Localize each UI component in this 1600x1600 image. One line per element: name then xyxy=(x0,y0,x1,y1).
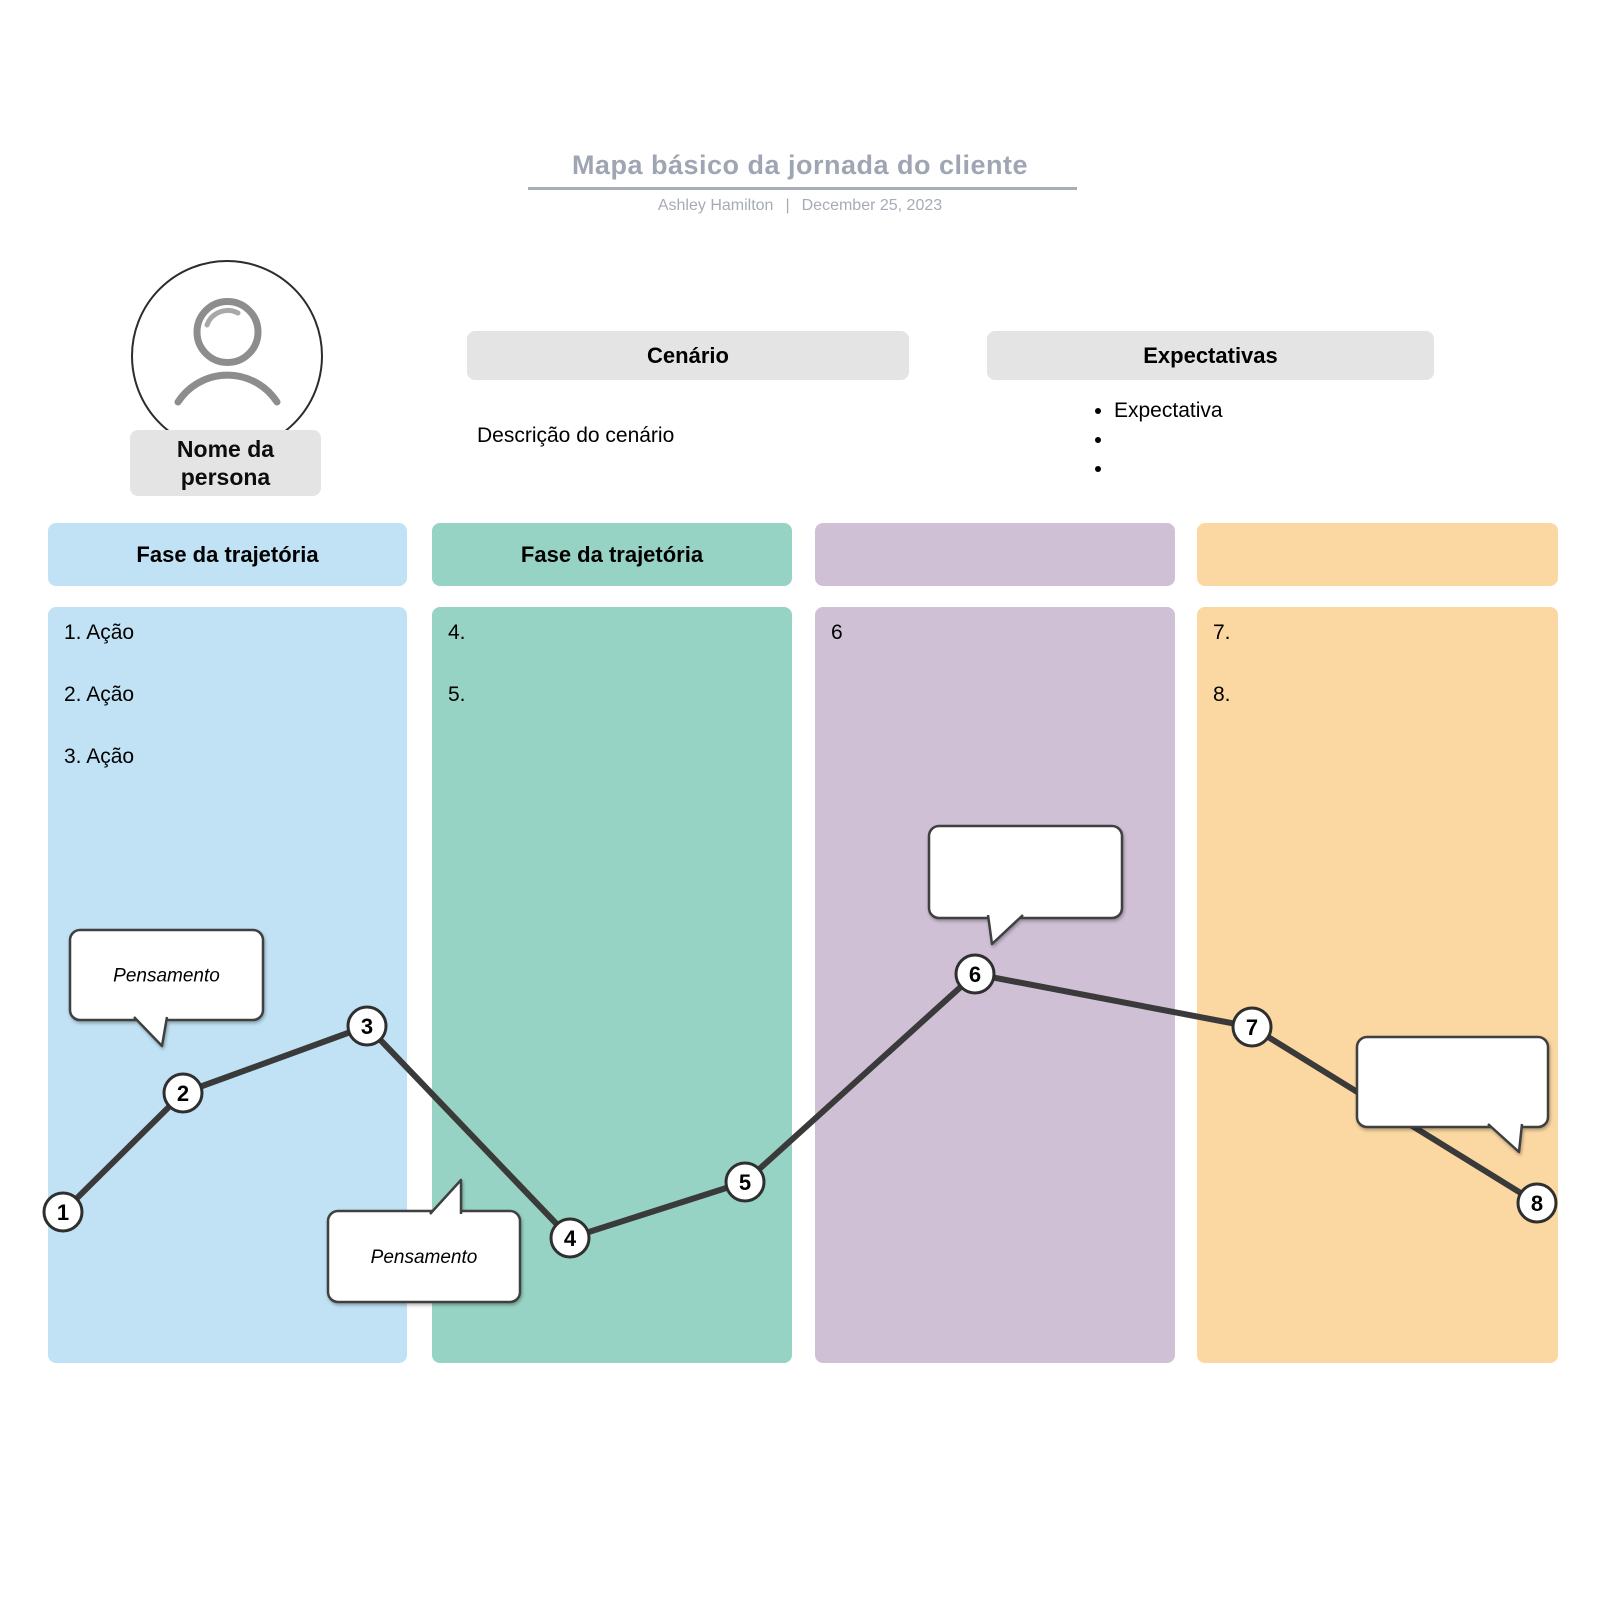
persona-avatar[interactable] xyxy=(112,246,342,461)
svg-text:3: 3 xyxy=(361,1014,373,1039)
action-item[interactable]: 6 xyxy=(831,621,843,644)
journey-point-4[interactable]: 4 xyxy=(549,1217,591,1259)
title-underline xyxy=(528,187,1077,190)
journey-point-1[interactable]: 1 xyxy=(42,1191,84,1233)
svg-text:2: 2 xyxy=(177,1081,189,1106)
action-item[interactable]: 4. xyxy=(448,621,466,644)
action-item[interactable]: 3. Ação xyxy=(64,745,135,768)
person-icon xyxy=(174,298,281,406)
action-item[interactable]: 5. xyxy=(448,683,466,706)
thought-bubble-label: Pensamento xyxy=(113,966,220,987)
action-item[interactable]: 8. xyxy=(1213,683,1231,706)
thought-bubble-label: Pensamento xyxy=(371,1247,478,1268)
column-header[interactable]: Fase da trajetória xyxy=(432,523,792,586)
column-body[interactable]: 6 xyxy=(815,607,1175,1363)
page-title: Mapa básico da jornada do cliente xyxy=(571,150,1029,180)
thought-bubble[interactable]: Pensamento xyxy=(326,1178,522,1304)
expectation-item[interactable]: Expectativa xyxy=(1114,396,1223,425)
subtitle-separator: | xyxy=(785,197,790,214)
expectations-list[interactable]: Expectativa xyxy=(1088,396,1223,483)
column-header[interactable] xyxy=(815,523,1175,586)
expectations-header[interactable]: Expectativas xyxy=(987,331,1434,380)
journey-point-3[interactable]: 3 xyxy=(346,1005,388,1047)
journey-line[interactable] xyxy=(60,971,1539,1241)
action-item[interactable]: 1. Ação xyxy=(64,621,135,644)
svg-text:8: 8 xyxy=(1531,1191,1543,1216)
journey-point-7[interactable]: 7 xyxy=(1231,1006,1273,1048)
journey-column-3: 6 xyxy=(815,523,1175,1363)
page-subtitle: Ashley Hamilton | December 25, 2023 xyxy=(0,197,1600,215)
persona-name-label[interactable]: Nome da persona xyxy=(130,430,321,496)
svg-text:7: 7 xyxy=(1246,1015,1258,1040)
action-item[interactable]: 2. Ação xyxy=(64,683,135,706)
journey-point-5[interactable]: 5 xyxy=(724,1161,766,1203)
date-label: December 25, 2023 xyxy=(801,197,943,214)
column-header[interactable] xyxy=(1197,523,1558,586)
thought-bubble[interactable] xyxy=(927,824,1124,946)
column-body[interactable]: 7. 8. xyxy=(1197,607,1558,1363)
thought-bubble[interactable] xyxy=(1355,1035,1550,1154)
thought-bubble[interactable]: Pensamento xyxy=(68,928,265,1048)
scenario-description[interactable]: Descrição do cenário xyxy=(477,424,675,447)
journey-point-2[interactable]: 2 xyxy=(162,1072,204,1114)
journey-point-8[interactable]: 8 xyxy=(1516,1182,1558,1224)
author-name: Ashley Hamilton xyxy=(657,197,774,214)
scenario-header[interactable]: Cenário xyxy=(467,331,909,380)
svg-text:4: 4 xyxy=(564,1226,577,1251)
journey-column-4: 7. 8. xyxy=(1197,523,1558,1363)
svg-text:6: 6 xyxy=(969,962,981,987)
svg-text:1: 1 xyxy=(57,1200,69,1225)
action-item[interactable]: 7. xyxy=(1213,621,1231,644)
column-header[interactable]: Fase da trajetória xyxy=(48,523,407,586)
journey-point-6[interactable]: 6 xyxy=(954,953,996,995)
svg-text:5: 5 xyxy=(739,1170,751,1195)
